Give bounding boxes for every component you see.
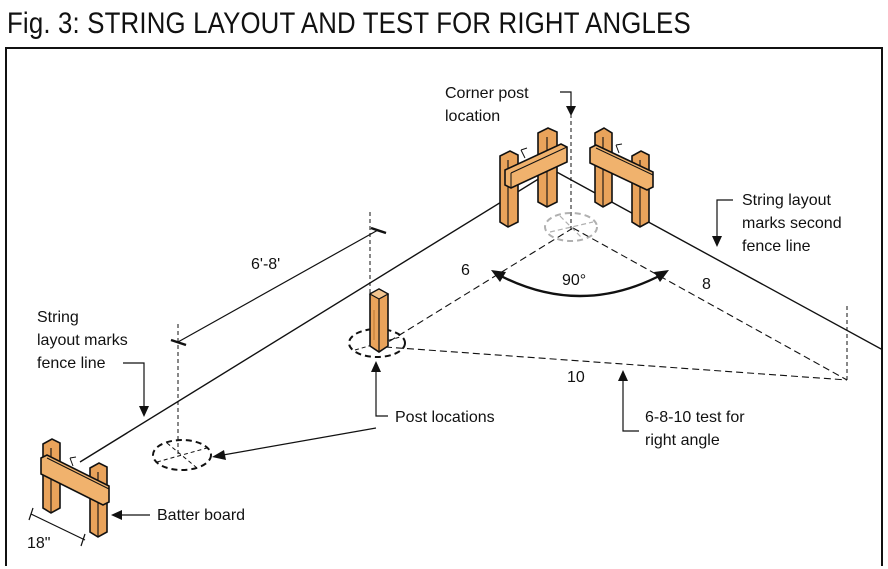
post-location-marker-2 [152,439,212,471]
corner-post-arrow [566,106,576,116]
right-angle-arc [496,272,664,298]
arc-arrow-left [491,270,506,282]
corner-post-leader [560,91,572,108]
figure-frame: Fig. 3: STRING LAYOUT AND TEST FOR RIGHT… [5,0,883,566]
width-dimension-line [30,513,86,541]
first-line-label-line3: fence line [37,355,106,372]
test-arrow [618,370,628,381]
batter-board-arrow [111,510,122,520]
post-locations-label: Post locations [395,409,495,426]
width-tick-left [28,507,34,521]
angle-label: 90° [562,272,586,289]
second-line-label-line1: String layout [742,192,831,209]
hypotenuse-10-line [384,346,848,381]
first-line-leader [123,362,145,410]
test-label-line2: right angle [645,432,720,449]
frame-border [5,47,883,566]
corner-batter-board-right [589,127,654,228]
post-locations-leader-left [222,427,377,456]
post-locations-arrow-up [371,361,381,372]
fence-line-string [79,169,554,463]
title-band: Fig. 3: STRING LAYOUT AND TEST FOR RIGHT… [5,0,802,48]
batter-board-label: Batter board [157,507,245,524]
second-line-label-line2: marks second [742,215,842,232]
post-locations-leader-up [375,368,388,417]
first-line-label-line2: layout marks [37,332,128,349]
batter-board-bottom [40,438,110,538]
corner-post-location-marker [544,212,598,242]
spacing-label: 6'-8' [251,256,280,273]
width-tick-right [80,533,86,547]
figure-title: Fig. 3: STRING LAYOUT AND TEST FOR RIGHT… [7,7,691,40]
spacing-dimension-line [177,229,379,343]
post-locations-arrow-left [212,450,226,460]
diagram-canvas: 6'-8' 18" 90° 6 8 10 Corner post locatio… [5,47,883,566]
dimension-tick-left [170,338,187,347]
test-leader [622,377,639,432]
side-8-line [572,227,848,381]
width-label: 18" [27,535,50,552]
dimension-tick-right [370,226,387,235]
corner-batter-board-left [499,127,568,228]
second-line-leader [716,199,733,240]
corner-post-label-line1: Corner post [445,85,529,102]
side-6-label: 6 [461,262,470,279]
first-line-label-line1: String [37,309,79,326]
first-line-arrow [139,406,149,417]
second-line-label-line3: fence line [742,238,811,255]
test-label-line1: 6-8-10 test for [645,409,745,426]
side-8-label: 8 [702,276,711,293]
stake-post [368,288,390,353]
hypotenuse-label: 10 [567,369,585,386]
second-line-arrow [712,236,722,247]
corner-post-label-line2: location [445,108,500,125]
side-6-line [384,227,574,345]
arc-arrow-right [654,270,669,282]
